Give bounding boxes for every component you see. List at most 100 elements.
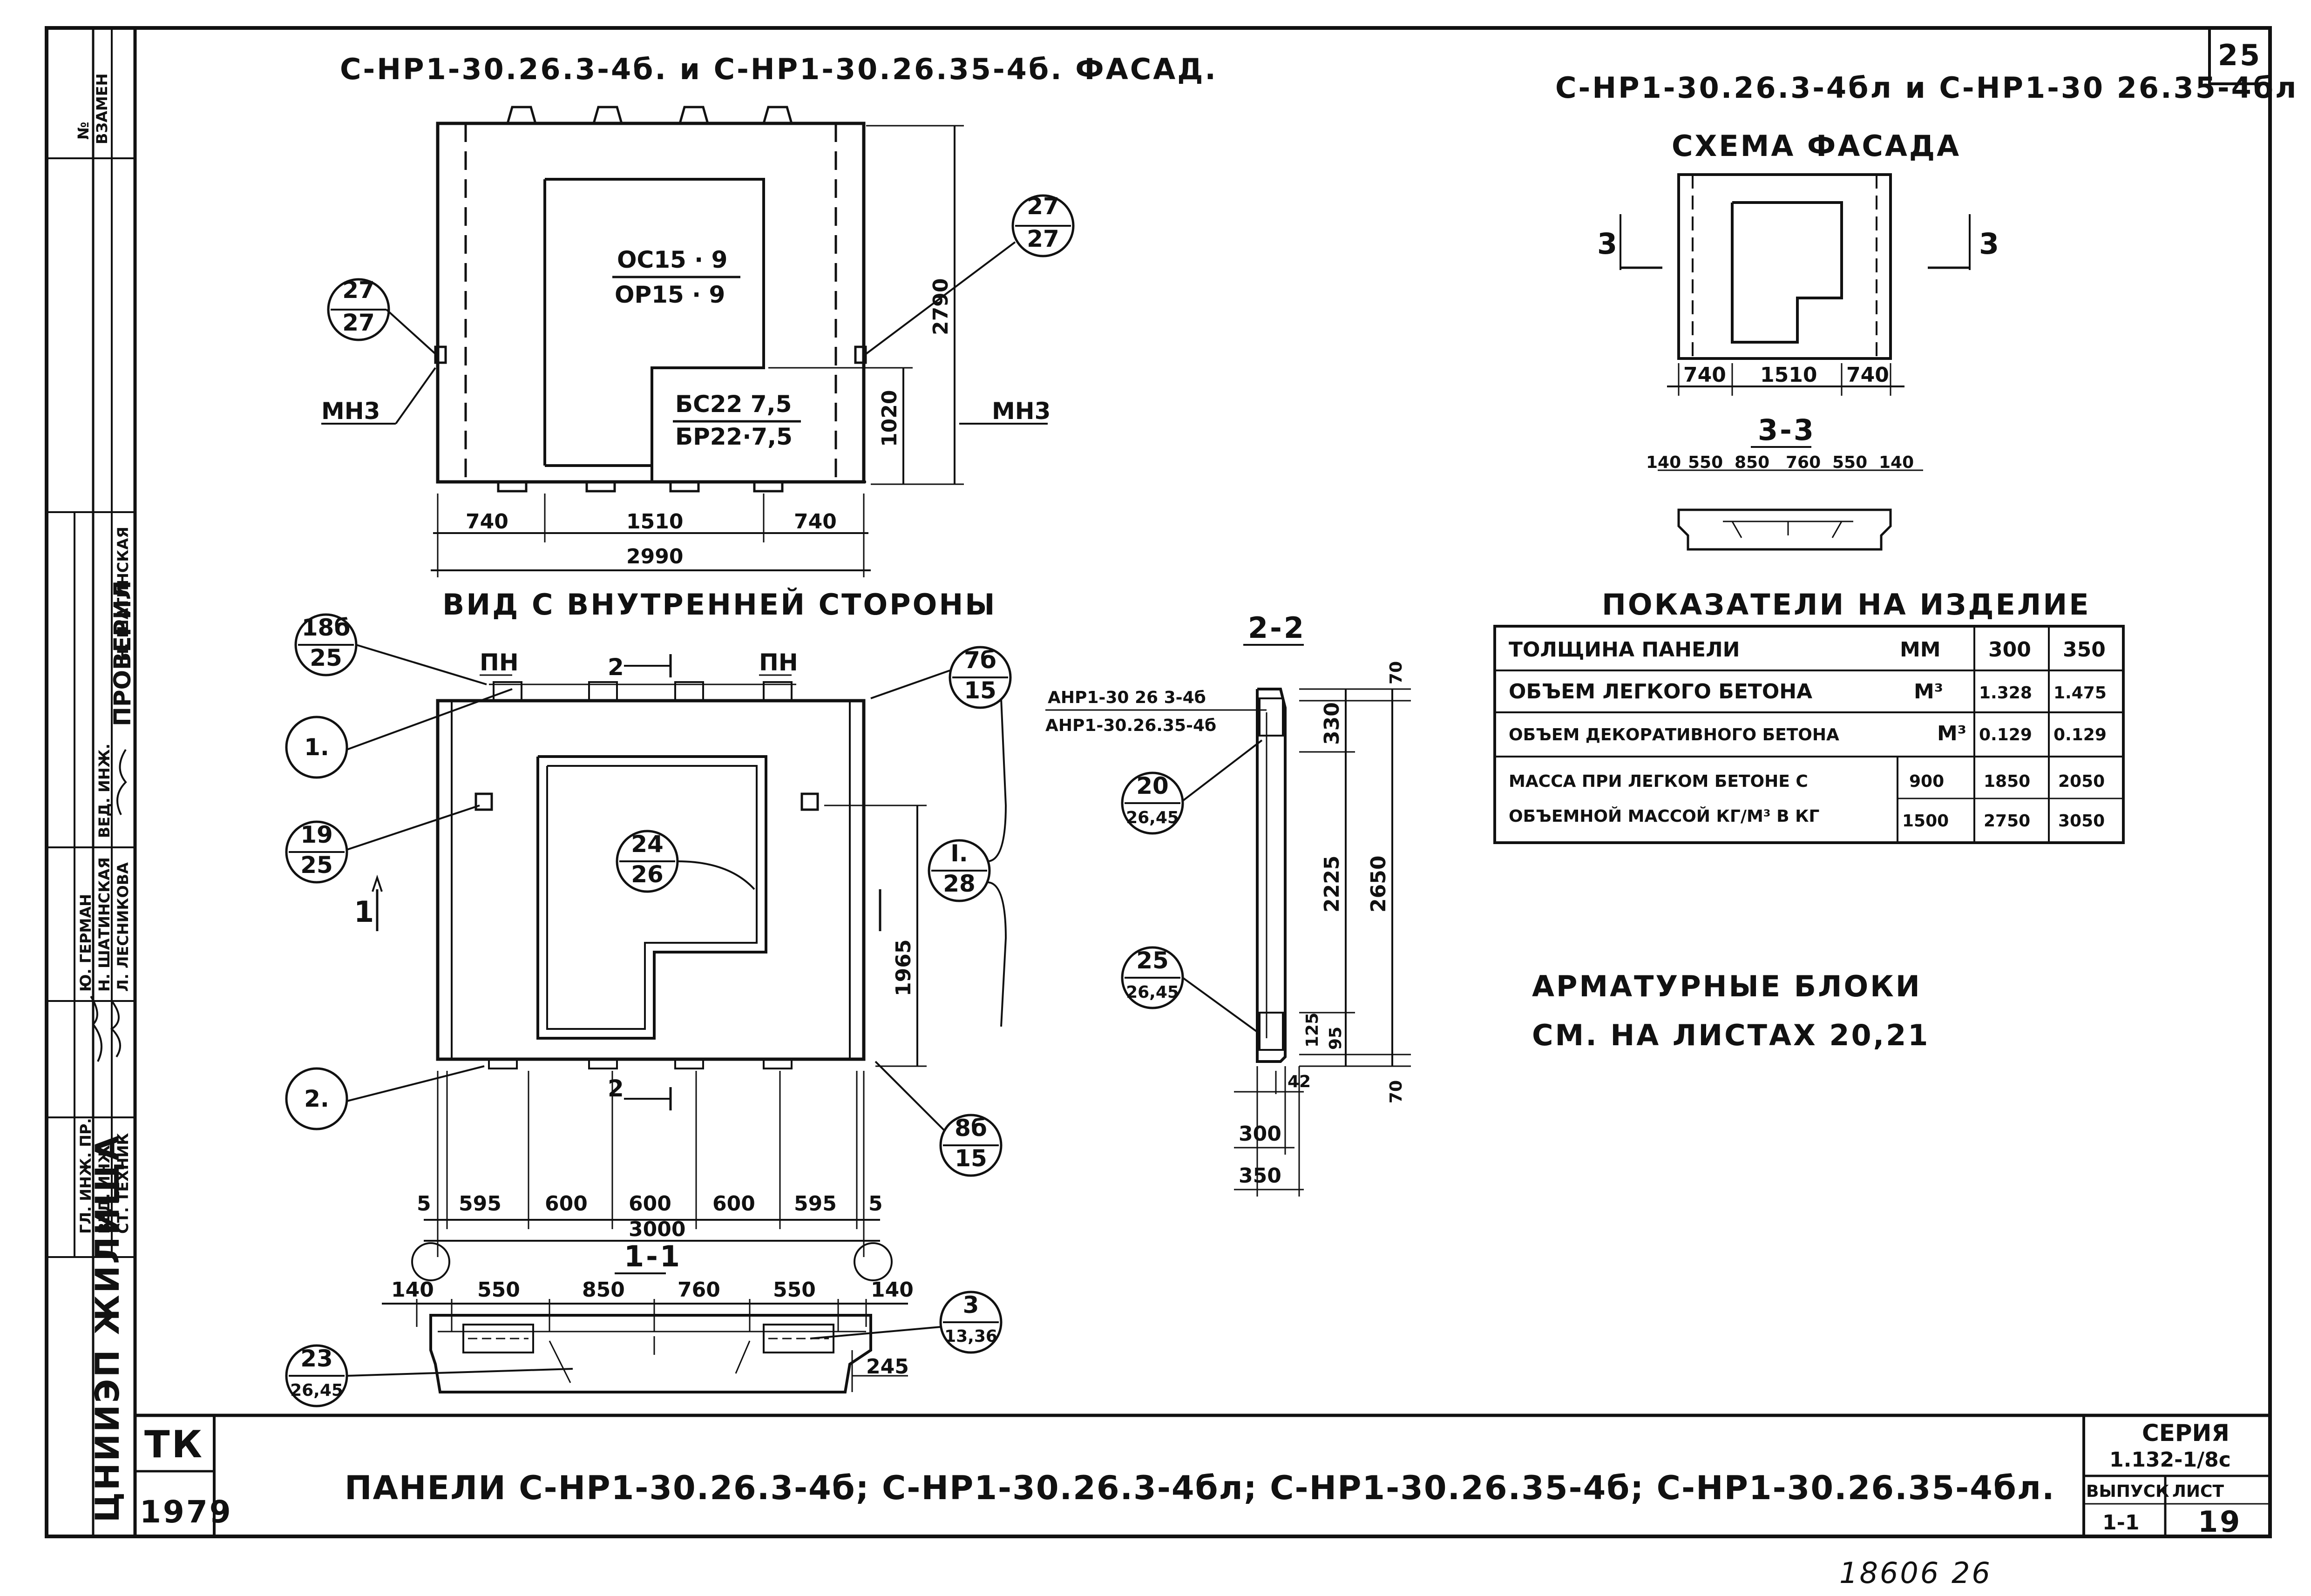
tb-year: 1979 bbox=[140, 1494, 233, 1530]
svg-text:26: 26 bbox=[631, 861, 664, 888]
ind-mass1-v350: 2050 bbox=[2058, 772, 2105, 791]
callout-8b: 8б 15 bbox=[874, 1061, 1003, 1177]
callout-20-top: 20 bbox=[1136, 772, 1169, 799]
callout-23-bottom: 26,45 bbox=[290, 1381, 343, 1400]
svg-text:19: 19 bbox=[300, 821, 333, 848]
sheet-frame bbox=[45, 26, 2272, 1538]
sec33-dim-550-right: 550 bbox=[1832, 453, 1867, 472]
sec22-dim-330: 330 bbox=[1320, 702, 1344, 745]
ind-mass-label-2: ОБЪЕМНОЙ МАССОЙ КГ/М³ В КГ bbox=[1509, 806, 1819, 826]
tb-title: ПАНЕЛИ С-НР1-30.26.3-4б; С-НР1-30.26.3-4… bbox=[345, 1469, 2055, 1507]
scheme-dim-1510: 1510 bbox=[1760, 363, 1817, 387]
stamp-name-2: Н. ШАТИНСКАЯ bbox=[95, 857, 113, 992]
sec11-dim-850: 850 bbox=[582, 1278, 625, 1302]
tb-issue-value: 1-1 bbox=[2102, 1511, 2140, 1535]
facade-dim-1510: 1510 bbox=[626, 510, 683, 534]
ind-row2-v300: 1.328 bbox=[1979, 683, 2032, 703]
tb-series-value: 1.132-1/8с bbox=[2109, 1448, 2231, 1472]
sec22-dim-42: 42 bbox=[1288, 1072, 1311, 1091]
ind-mass1-v300: 1850 bbox=[1984, 772, 2030, 791]
callout-3-top: 3 bbox=[963, 1292, 979, 1319]
sec22-dim-95: 95 bbox=[1326, 1027, 1345, 1050]
ind-mass2-density: 1500 bbox=[1902, 812, 1949, 831]
stamp-vzamen: ВЗАМЕН bbox=[93, 74, 111, 144]
svg-text:I.: I. bbox=[950, 840, 968, 867]
section-2-2: 2-2 АНР1-30 26 3-4б АНР1-30.26.35-4б 70 … bbox=[1045, 611, 1411, 1197]
scheme-cut-left: 3 bbox=[1597, 227, 1619, 261]
cut-bottom-label: 2 bbox=[608, 1075, 624, 1102]
svg-text:25: 25 bbox=[310, 644, 342, 671]
ind-mass1-density: 900 bbox=[1909, 772, 1944, 791]
ind-row2-label: ОБЪЕМ ЛЕГКОГО БЕТОНА bbox=[1509, 680, 1812, 703]
callout-3-bottom: 13,36 bbox=[944, 1327, 997, 1346]
sec22-dim-300: 300 bbox=[1239, 1122, 1281, 1146]
stamp-proveril: ПРОВЕРИЛ bbox=[109, 581, 136, 726]
callout-1: 1. bbox=[285, 688, 513, 779]
stamp-role-3: СТ. ТЕХНИК bbox=[114, 1133, 132, 1234]
stamp-org: ЦНИИЭП ЖИЛИЩА bbox=[88, 1134, 127, 1522]
callout-2: 2. bbox=[285, 1065, 485, 1130]
sec22-dim-350: 350 bbox=[1239, 1164, 1281, 1188]
indicators-title: ПОКАЗАТЕЛИ НА ИЗДЕЛИЕ bbox=[1602, 588, 2091, 622]
sec11-dim-245: 245 bbox=[866, 1355, 909, 1379]
sec11-dim-550-left: 550 bbox=[477, 1278, 520, 1302]
stamp-checker-role: ВЕД. ИНЖ. bbox=[95, 744, 113, 838]
pn-left: ПН bbox=[480, 649, 519, 676]
facade-scheme: С-НР1-30.26.3-4бл и С-НР1-30 26.35-4бл С… bbox=[1555, 71, 2298, 551]
stamp-name-1: Ю. ГЕРМАН bbox=[77, 894, 95, 992]
callout-18b: 18б 25 bbox=[294, 613, 487, 685]
sec22-dim-2650: 2650 bbox=[1367, 856, 1390, 913]
scheme-dim-740-left: 740 bbox=[1683, 363, 1726, 387]
facade-callout-right-top: 27 bbox=[1027, 193, 1059, 220]
sheet-number-box bbox=[2208, 27, 2271, 85]
svg-text:7б: 7б bbox=[964, 647, 996, 674]
inner-view: ВИД С ВНУТРЕННЕЙ СТОРОНЫ ПН ПН 2 2 1 bbox=[285, 588, 1012, 1257]
scheme-dim-740-right: 740 bbox=[1846, 363, 1889, 387]
ind-mass-label-1: МАССА ПРИ ЛЕГКОМ БЕТОНЕ С bbox=[1509, 772, 1808, 791]
sec22-dim-70-top: 70 bbox=[1387, 661, 1406, 684]
facade-dim-height: 2790 bbox=[929, 278, 953, 335]
stamp-role-1: ГЛ. ИНЖ. ПР. bbox=[77, 1118, 95, 1234]
dim-1965: 1965 bbox=[892, 940, 915, 996]
tb-tk: ТК bbox=[144, 1423, 204, 1466]
sec22-dim-125: 125 bbox=[1303, 1013, 1322, 1048]
sec22-mark-1: АНР1-30 26 3-4б bbox=[1048, 688, 1206, 707]
sec33-dim-550-left: 550 bbox=[1688, 453, 1723, 472]
facade-callout-right-bottom: 27 bbox=[1027, 225, 1059, 252]
svg-text:18б: 18б bbox=[302, 614, 351, 641]
sec22-dim-2225: 2225 bbox=[1320, 856, 1344, 913]
svg-text:25: 25 bbox=[300, 852, 333, 879]
callout-25-top: 25 bbox=[1136, 947, 1169, 974]
ind-mass2-v350: 3050 bbox=[2058, 812, 2105, 831]
scheme-subtitle: СХЕМА ФАСАДА bbox=[1672, 129, 1961, 163]
svg-text:15: 15 bbox=[964, 677, 996, 704]
scheme-title: С-НР1-30.26.3-4бл и С-НР1-30 26.35-4бл bbox=[1555, 71, 2298, 105]
ind-row3-v300: 0.129 bbox=[1979, 725, 2032, 744]
side-stamp: № ВЗАМЕН ПРОВЕРИЛ ГЛ. ИНЖ. ПР. ВЕД. ИНЖ.… bbox=[47, 28, 136, 1536]
note-line-1: АРМАТУРНЫЕ БЛОКИ bbox=[1532, 969, 1922, 1003]
tb-sheet-value: 19 bbox=[2198, 1505, 2242, 1539]
cut-top-label: 2 bbox=[608, 654, 624, 681]
tb-series-label: СЕРИЯ bbox=[2142, 1420, 2230, 1447]
inner-dim-595-left: 595 bbox=[459, 1192, 502, 1216]
scheme-cut-right: 3 bbox=[1979, 227, 2001, 261]
callout-I: I. 28 bbox=[928, 698, 1007, 1027]
inner-dim-600-3: 600 bbox=[712, 1192, 755, 1216]
svg-text:2.: 2. bbox=[304, 1085, 329, 1112]
sec33-dim-850: 850 bbox=[1735, 453, 1769, 472]
facade-title: С-НР1-30.26.3-4б. и С-НР1-30.26.35-4б. Ф… bbox=[340, 52, 1218, 86]
svg-text:28: 28 bbox=[943, 870, 976, 897]
ind-row3-v350: 0.129 bbox=[2053, 725, 2107, 744]
note-line-2: СМ. НА ЛИСТАХ 20,21 bbox=[1532, 1018, 1930, 1052]
callout-25-bottom: 26,45 bbox=[1126, 983, 1179, 1002]
sec33-dim-140-left: 140 bbox=[1646, 453, 1681, 472]
sec11-dim-760: 760 bbox=[678, 1278, 720, 1302]
title-block: ТК 1979 ПАНЕЛИ С-НР1-30.26.3-4б; С-НР1-3… bbox=[135, 1415, 2270, 1539]
inventory-number: 18606 26 bbox=[1839, 1556, 1992, 1590]
ind-row3-label: ОБЪЕМ ДЕКОРАТИВНОГО БЕТОНА bbox=[1509, 725, 1839, 744]
stamp-checker-name: Н. ШАТИНСКАЯ bbox=[114, 527, 132, 661]
inner-dim-595-right: 595 bbox=[794, 1192, 837, 1216]
sec22-mark-2: АНР1-30.26.35-4б bbox=[1045, 716, 1216, 735]
inner-dim-5-left: 5 bbox=[417, 1192, 431, 1216]
